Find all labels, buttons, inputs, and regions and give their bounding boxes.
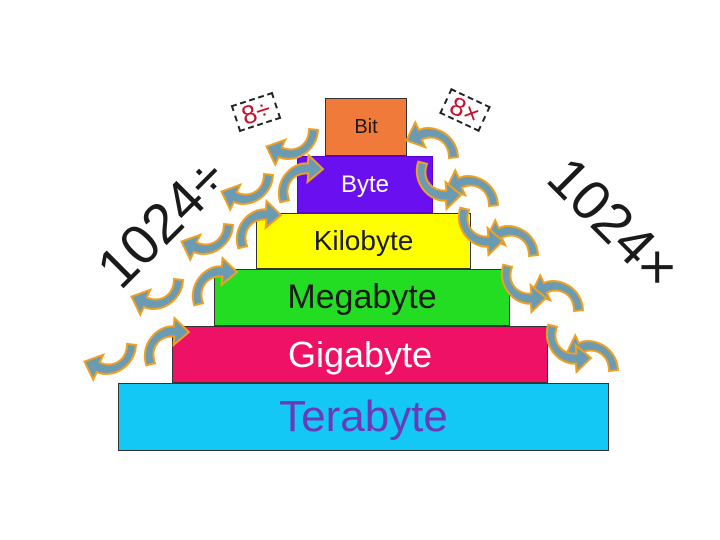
tier-gigabyte-label: Gigabyte [287,333,433,375]
tier-bit: Bit [325,98,407,156]
tier-terabyte: Terabyte [118,383,609,451]
tier-terabyte-label: Terabyte [279,392,448,441]
right-arrows [405,120,619,375]
tier-kilobyte-label: Kilobyte [313,225,414,256]
left-curved-arrow [130,277,184,317]
tier-megabyte: Megabyte [214,269,510,326]
left-curved-arrow [220,172,274,212]
left-arrows [83,127,325,382]
right-curved-arrow [457,206,505,258]
left-curved-arrow [277,152,325,204]
left-curved-arrow [235,198,283,250]
left-curved-arrow [83,342,137,382]
tier-byte-label: Byte [340,170,390,198]
left-curved-arrow [180,222,234,262]
left-curved-arrow [265,127,319,167]
tier-kilobyte: Kilobyte [256,213,471,269]
left-curved-arrow [143,315,191,367]
right-curved-arrow [545,323,593,375]
tier-bit-label: Bit [354,115,378,138]
right-curved-arrow [415,160,463,212]
tier-gigabyte: Gigabyte [172,326,548,383]
left-curved-arrow [191,255,239,307]
tier-megabyte-label: Megabyte [287,278,437,316]
right-curved-arrow [500,263,548,315]
right-curved-arrow [405,120,459,160]
